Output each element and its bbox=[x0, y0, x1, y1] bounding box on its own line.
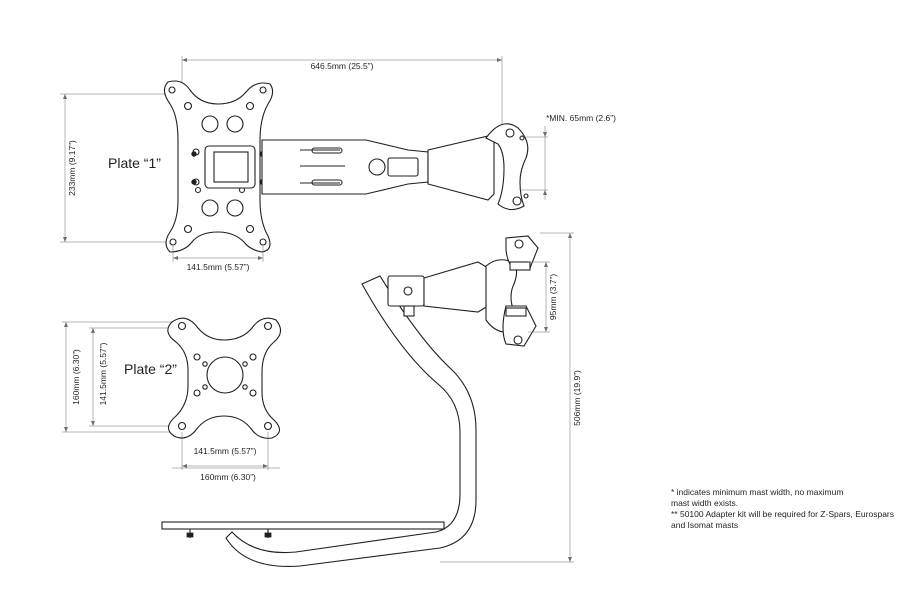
note-line-2: mast width exists. bbox=[671, 498, 739, 508]
dimension-160-width: 160mm (6.30”) bbox=[172, 467, 280, 482]
dim-160-width-label: 160mm (6.30”) bbox=[200, 472, 256, 482]
footnotes: * indicates minimum mast width, no maxim… bbox=[671, 487, 911, 531]
plate-2-shape bbox=[167, 317, 282, 439]
dim-95-label: 95mm (3.7”) bbox=[548, 274, 558, 320]
dimension-233: 233mm (9.17”) bbox=[60, 93, 170, 243]
side-view-head bbox=[387, 235, 539, 347]
dim-646-5-label: 646.5mm (25.5”) bbox=[311, 61, 374, 71]
dimension-646-5: 646.5mm (25.5”) bbox=[181, 56, 503, 125]
plate-1-holes bbox=[168, 86, 267, 246]
dim-506-label: 506mm (19.9”) bbox=[572, 370, 582, 426]
base-plate bbox=[161, 521, 445, 530]
dim-141-5-width-label: 141.5mm (5.57”) bbox=[194, 446, 257, 456]
dimension-141-5-height: 141.5mm (5.57”) bbox=[89, 327, 176, 427]
dim-233-label: 233mm (9.17”) bbox=[67, 140, 77, 196]
dimension-min-65: *MIN. 65mm (2.6”) bbox=[520, 113, 616, 200]
plate-2-label: Plate “2” bbox=[124, 361, 177, 377]
plate-2-holes bbox=[177, 321, 273, 431]
dim-141-5-plate1-label: 141.5mm (5.57”) bbox=[187, 262, 250, 272]
pole-tube bbox=[225, 275, 477, 567]
dimension-141-5-plate1: 141.5mm (5.57”) bbox=[172, 246, 264, 272]
side-view-assembly: 95mm (3.7”) 506mm (19.9”) bbox=[161, 232, 582, 567]
dim-160-height-label: 160mm (6.30”) bbox=[71, 349, 81, 405]
plate-1-arm bbox=[261, 139, 429, 195]
note-line-4: and Isomat masts bbox=[671, 520, 739, 530]
plate-1-assembly: 646.5mm (25.5”) 233mm (9.17”) Plate “1” bbox=[60, 56, 616, 272]
dim-141-5-height-label: 141.5mm (5.57”) bbox=[98, 342, 108, 405]
plate-1-clamp bbox=[427, 123, 529, 211]
note-line-3: ** 50100 Adapter kit will be required fo… bbox=[671, 509, 895, 519]
dimension-141-5-width: 141.5mm (5.57”) bbox=[181, 432, 269, 470]
note-line-1: * indicates minimum mast width, no maxim… bbox=[671, 487, 844, 497]
dimension-160-height: 160mm (6.30”) bbox=[62, 321, 182, 433]
dimension-95: 95mm (3.7”) bbox=[528, 261, 558, 333]
dimension-506: 506mm (19.9”) bbox=[440, 232, 582, 563]
dim-min-65-label: *MIN. 65mm (2.6”) bbox=[546, 113, 616, 123]
plate-2-assembly: Plate “2” 160mm (6.30”) 141.5mm (5.57”) bbox=[62, 317, 282, 482]
plate-1-label: Plate “1” bbox=[108, 155, 161, 171]
